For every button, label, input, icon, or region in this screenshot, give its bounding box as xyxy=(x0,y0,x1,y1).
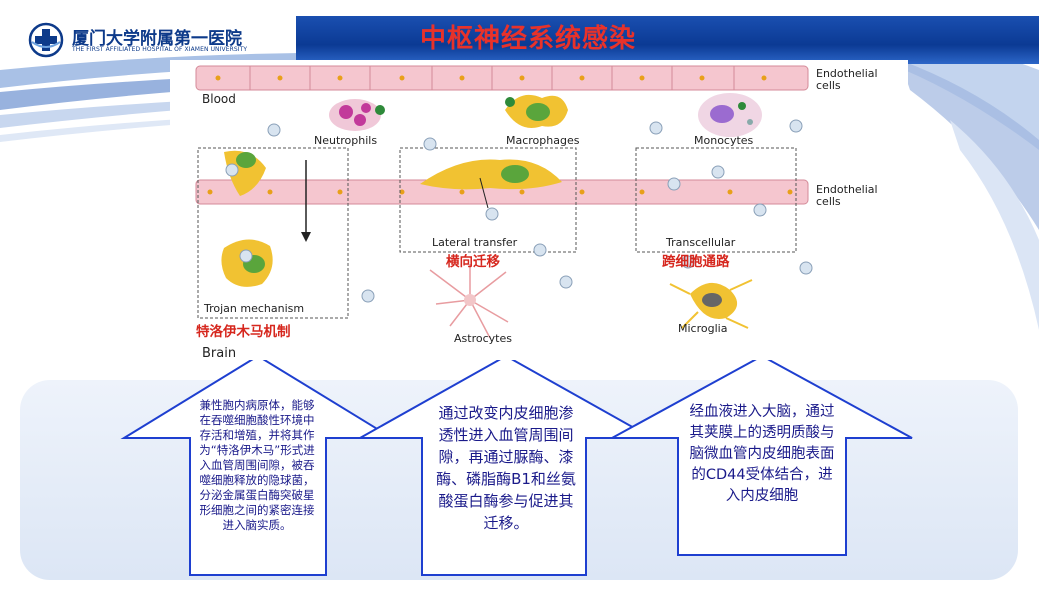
hospital-logo: 厦门大学附属第一医院 THE FIRST AFFILIATED HOSPITAL… xyxy=(28,20,288,60)
monocyte-cell xyxy=(698,93,762,137)
microglia-cell xyxy=(669,279,753,329)
trojan-macrophage-top xyxy=(224,150,266,196)
lateral-box xyxy=(399,147,577,253)
arrow-right xyxy=(611,354,913,556)
endothelium-top xyxy=(195,65,809,91)
label-astrocytes: Astrocytes xyxy=(454,332,512,345)
transcellular-box xyxy=(635,147,797,253)
label-endothelial-mid: Endothelial cells xyxy=(816,183,878,208)
label-microglia: Microglia xyxy=(678,322,728,335)
astrocyte-cell xyxy=(429,264,509,339)
text-transcellular: 经血液进入大脑，通过其荚膜上的透明质酸与脑微血管内皮细胞表面的CD44受体结合，… xyxy=(689,404,835,504)
hospital-name-cn: 厦门大学附属第一医院 xyxy=(72,29,242,49)
label-cn-lateral: 横向迁移 xyxy=(446,254,500,270)
label-brain: Brain xyxy=(202,346,237,361)
arrow-middle xyxy=(356,354,656,576)
hospital-name-en: THE FIRST AFFILIATED HOSPITAL OF XIAMEN … xyxy=(72,46,248,53)
label-cn-transcellular: 跨细胞通路 xyxy=(662,254,730,270)
bbb-diagram: Blood Brain Endothelial cells Endothelia… xyxy=(170,60,908,361)
label-neutrophils: Neutrophils xyxy=(314,134,378,147)
arrow-left xyxy=(120,354,396,576)
text-trojan-mechanism: 兼性胞内病原体，能够在吞噬细胞酸性环境中存活和增殖，并将其作为“特洛伊木马”形式… xyxy=(199,398,315,532)
label-lateral-transfer: Lateral transfer xyxy=(432,236,518,249)
label-trojan: Trojan mechanism xyxy=(204,302,305,315)
lateral-macrophage xyxy=(420,159,562,209)
slide-title: 中枢神经系统感染 xyxy=(420,24,637,54)
text-lateral-transfer: 通过改变内皮细胞渗透性进入血管周围间隙，再通过脲酶、漆酶、磷脂酶B1和丝氨酸蛋白… xyxy=(436,404,576,532)
label-cn-trojan: 特洛伊木马机制 xyxy=(196,324,291,340)
label-macrophages: Macrophages xyxy=(506,134,580,147)
cryptococcus-cells xyxy=(225,119,813,303)
label-monocytes: Monocytes xyxy=(694,134,754,147)
hospital-emblem-icon xyxy=(28,22,64,58)
trojan-macrophage-bottom xyxy=(221,239,273,287)
label-blood: Blood xyxy=(202,92,236,106)
diagram-artwork xyxy=(170,60,908,360)
neutrophil-cell xyxy=(329,99,385,131)
label-transcellular: Transcellular xyxy=(666,236,736,249)
label-endothelial-top: Endothelial cells xyxy=(816,67,878,92)
macrophage-cell xyxy=(505,94,568,128)
trojan-box xyxy=(197,147,349,319)
header-bar xyxy=(296,16,1039,64)
